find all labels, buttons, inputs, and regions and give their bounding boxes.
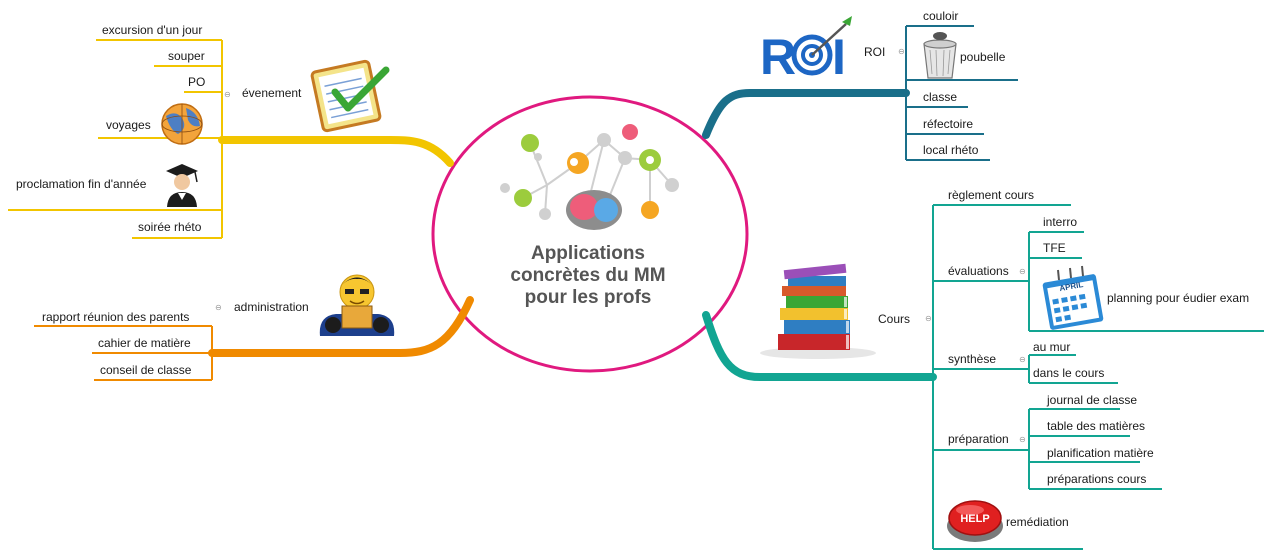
central-title-line-3: pour les profs	[524, 287, 652, 308]
topic-conseil-classe[interactable]: conseil de classe	[100, 363, 192, 377]
collapse-toggle-administration[interactable]: ⊖	[215, 303, 222, 312]
topic-refectoire[interactable]: réfectoire	[923, 117, 974, 131]
topic-tfe[interactable]: TFE	[1043, 241, 1066, 255]
cours-branch-lines	[702, 204, 1264, 550]
office-worker-icon	[319, 274, 395, 336]
roi-target-icon: R I	[756, 16, 858, 86]
topic-table-matieres[interactable]: table des matières	[1047, 419, 1146, 433]
central-title-line-1: Applications	[530, 243, 645, 264]
topic-evaluations[interactable]: évaluations	[948, 264, 1009, 278]
topic-planification-matiere[interactable]: planification matière	[1047, 446, 1154, 460]
branch-administration[interactable]: administration	[234, 300, 309, 314]
topic-reglement-cours[interactable]: règlement cours	[948, 188, 1035, 202]
evenement-branch-lines	[8, 39, 454, 239]
topic-classe[interactable]: classe	[923, 90, 958, 104]
checklist-icon	[310, 59, 390, 133]
topic-po[interactable]: PO	[188, 75, 206, 89]
topic-dans-le-cours[interactable]: dans le cours	[1033, 366, 1105, 380]
help-button-icon: HELP	[947, 500, 1003, 542]
calendar-icon: APRIL	[1042, 265, 1104, 330]
topic-proclamation[interactable]: proclamation fin d'année	[16, 177, 147, 191]
central-title-line-2: concrètes du MM	[510, 265, 666, 286]
topic-remediation[interactable]: remédiation	[1006, 515, 1069, 529]
central-node-title: Applications concrètes du MM pour les pr…	[470, 243, 706, 309]
globe-icon	[161, 103, 203, 145]
central-node-border	[431, 95, 749, 373]
calendar-month-text: APRIL	[1059, 280, 1084, 293]
help-button-text: HELP	[960, 513, 989, 525]
topic-journal-classe[interactable]: journal de classe	[1047, 393, 1138, 407]
topic-voyages[interactable]: voyages	[106, 118, 151, 132]
topic-interro[interactable]: interro	[1043, 215, 1078, 229]
topic-souper[interactable]: souper	[168, 49, 205, 63]
topic-synthese[interactable]: synthèse	[948, 352, 997, 366]
administration-branch-lines	[34, 296, 474, 381]
topic-poubelle[interactable]: poubelle	[960, 50, 1006, 64]
books-icon	[760, 263, 876, 359]
topic-soiree-rheto[interactable]: soirée rhéto	[138, 220, 202, 234]
topic-cahier-matiere[interactable]: cahier de matière	[98, 336, 191, 350]
branch-evenement[interactable]: évenement	[242, 86, 302, 100]
topic-excursion[interactable]: excursion d'un jour	[102, 23, 203, 37]
topic-couloir[interactable]: couloir	[923, 9, 959, 23]
topic-rapport-reunion[interactable]: rapport réunion des parents	[42, 310, 190, 324]
collapse-toggle-synthese[interactable]: ⊖	[1019, 355, 1026, 364]
topic-preparation[interactable]: préparation	[948, 432, 1009, 446]
trash-bin-icon	[923, 32, 957, 79]
collapse-toggle-evaluations[interactable]: ⊖	[1019, 267, 1026, 276]
collapse-toggle-evenement[interactable]: ⊖	[224, 90, 231, 99]
brain-network-icon	[500, 124, 679, 230]
topic-au-mur[interactable]: au mur	[1033, 340, 1071, 354]
graduate-icon	[166, 164, 198, 207]
branch-roi[interactable]: ROI	[864, 45, 886, 59]
svg-text:I: I	[832, 29, 846, 85]
topic-preparations-cours[interactable]: préparations cours	[1047, 472, 1147, 486]
branch-cours[interactable]: Cours	[878, 312, 911, 326]
collapse-toggle-preparation[interactable]: ⊖	[1019, 435, 1026, 444]
topic-planning-exam[interactable]: planning pour éudier exam	[1107, 291, 1250, 305]
collapse-toggle-cours[interactable]: ⊖	[925, 314, 932, 323]
collapse-toggle-roi[interactable]: ⊖	[898, 47, 905, 56]
topic-local-rheto[interactable]: local rhéto	[923, 143, 979, 157]
roi-branch-lines	[702, 25, 1018, 161]
roi-logo-text: R	[760, 29, 796, 85]
